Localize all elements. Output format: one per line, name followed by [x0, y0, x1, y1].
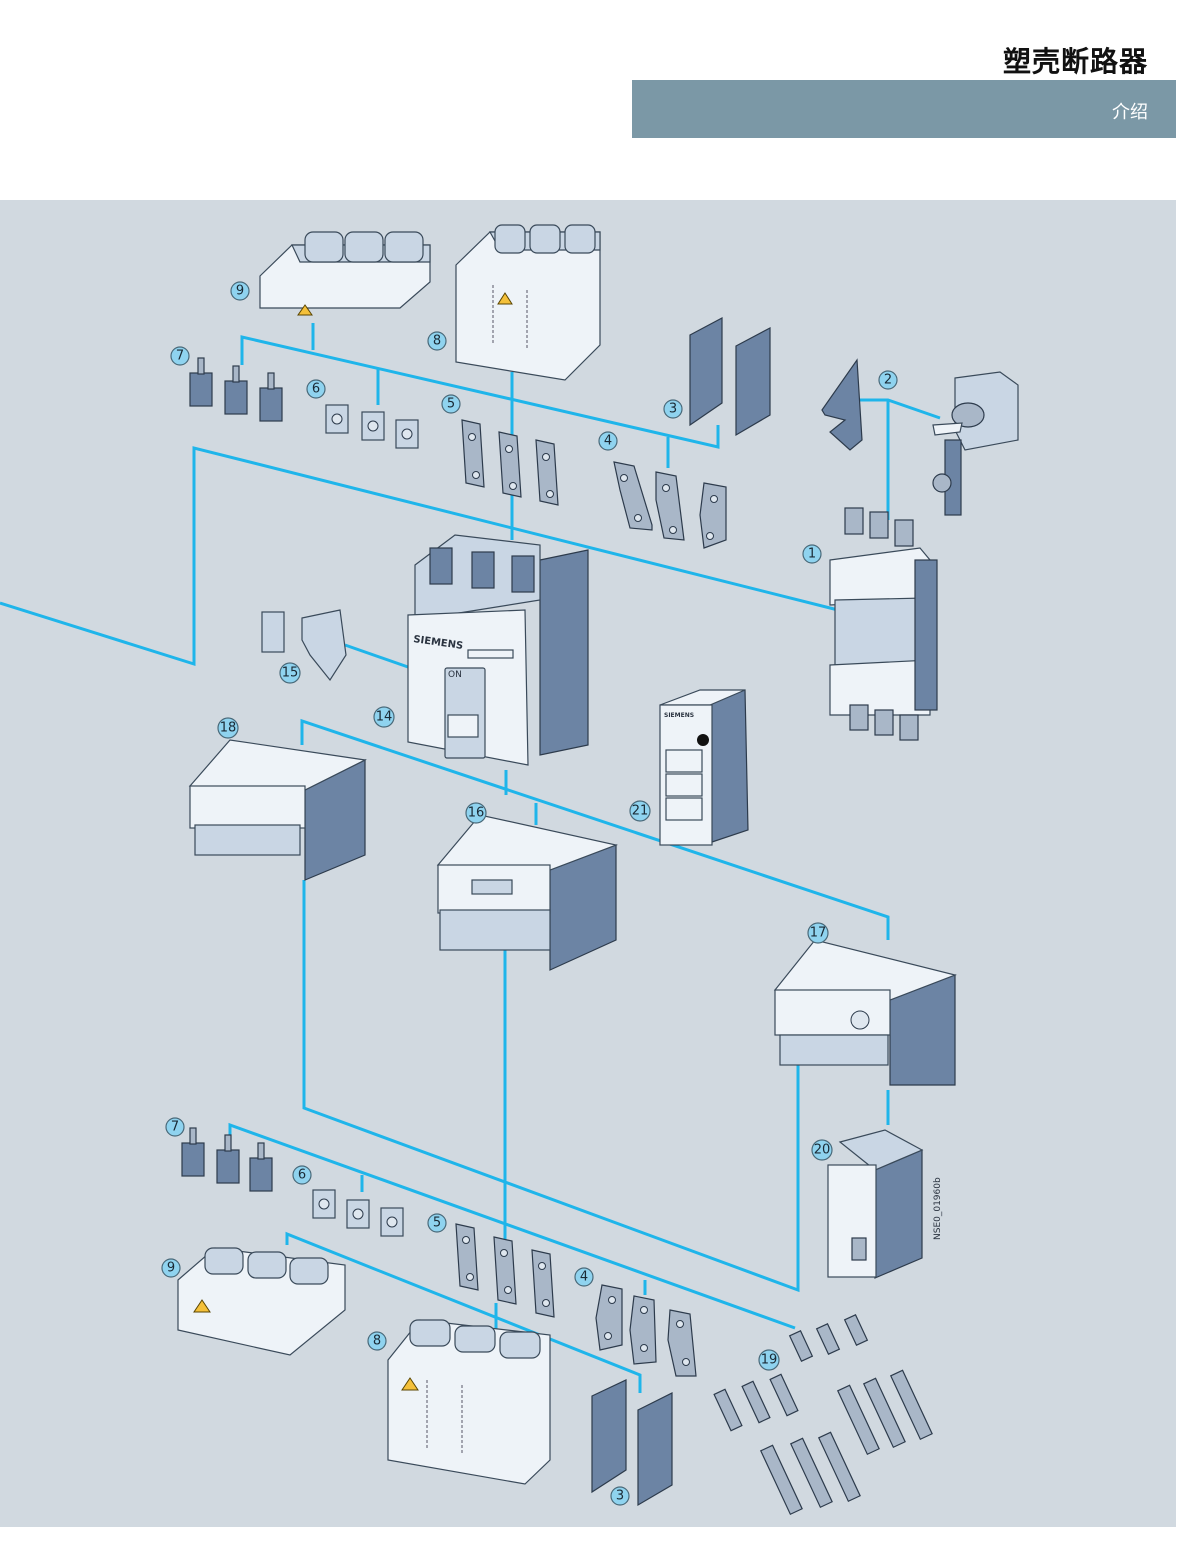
terminal-cover-short: [259, 231, 431, 316]
connection-bars-straight-lower: [455, 1223, 555, 1318]
callout-18: 18: [217, 717, 239, 739]
callout-15: 15: [279, 662, 301, 684]
warning-icon: [401, 1377, 419, 1391]
callout-6-lower: 6: [292, 1165, 312, 1185]
mounting-plate-and-lock: [821, 358, 1019, 516]
electronic-trip-unit: [436, 814, 619, 971]
callout-5-lower: 5: [427, 1213, 447, 1233]
connection-bars-offset: [613, 461, 727, 549]
callout-19: 19: [758, 1349, 780, 1371]
connection-bars-offset-lower: [595, 1284, 697, 1377]
callout-2: 2: [878, 370, 898, 390]
connector-2: [860, 398, 941, 420]
svg-text:5: 5: [447, 397, 455, 412]
phase-barriers-lower: [591, 1379, 673, 1507]
section-band: 介绍: [632, 80, 1176, 138]
callout-3-lower: 3: [610, 1486, 630, 1506]
callout-3-upper: 3: [663, 399, 683, 419]
svg-text:1: 1: [808, 547, 816, 562]
callout-7-lower: 7: [165, 1117, 185, 1137]
svg-text:6: 6: [312, 382, 320, 397]
svg-text:6: 6: [298, 1168, 306, 1183]
svg-text:17: 17: [810, 926, 827, 941]
terminal-cover-short-lower: [177, 1247, 346, 1356]
trip-unit-lcd: [773, 939, 957, 1086]
callout-1: 1: [802, 544, 822, 564]
svg-text:8: 8: [373, 1334, 381, 1349]
callout-4-upper: 4: [598, 431, 618, 451]
connector-upper-accessories: [240, 335, 720, 449]
svg-text:15: 15: [282, 666, 299, 681]
svg-text:19: 19: [761, 1353, 778, 1368]
box-terminals-lower: [181, 1127, 273, 1192]
communication-relay: NSE0_01960b: [827, 1129, 943, 1279]
callout-8-upper: 8: [427, 331, 447, 351]
switch-on-label: ON: [448, 670, 462, 680]
section-label: 介绍: [1112, 102, 1148, 123]
module-brand-label: SIEMENS: [664, 712, 694, 719]
rear-terminal-block: [188, 739, 367, 881]
callout-6-upper: 6: [306, 379, 326, 399]
connector-lower-9-3: [285, 1231, 642, 1393]
communication-module: SIEMENS: [659, 689, 749, 846]
svg-text:4: 4: [580, 1270, 588, 1285]
callout-16: 16: [465, 802, 487, 824]
svg-text:18: 18: [220, 721, 237, 736]
callout-7-upper: 7: [170, 346, 190, 366]
connector-left-to-1: [0, 446, 839, 667]
warning-icon: [297, 304, 313, 316]
cable-lugs-lower: [312, 1189, 404, 1237]
cable-lugs: [325, 404, 419, 449]
callouts: 1 2 3 3 4 4 5 5 6 6 7 7 8 8 9 9 14 15 16…: [161, 281, 898, 1506]
circuit-breaker: SIEMENS ON: [407, 534, 589, 766]
svg-text:21: 21: [632, 804, 649, 819]
connection-bars-straight: [461, 419, 559, 506]
svg-text:3: 3: [616, 1489, 624, 1504]
svg-text:4: 4: [604, 434, 612, 449]
box-terminals: [189, 357, 283, 422]
callout-4-lower: 4: [574, 1267, 594, 1287]
connector-18-down: [302, 880, 800, 1293]
phase-barriers: [689, 317, 771, 437]
terminal-cover-extended-lower: [387, 1319, 551, 1485]
plug-in-contacts: [713, 1313, 933, 1516]
svg-text:2: 2: [884, 373, 892, 388]
page-title: 塑壳断路器: [1002, 45, 1148, 78]
auxiliary-switches: [261, 609, 347, 682]
plug-in-socket: [829, 507, 938, 741]
callout-9-lower: 9: [161, 1258, 181, 1278]
callout-20: 20: [811, 1139, 833, 1161]
terminal-cover-extended: [455, 224, 601, 381]
svg-text:3: 3: [669, 402, 677, 417]
svg-text:7: 7: [171, 1120, 179, 1135]
callout-14: 14: [373, 706, 395, 728]
connector-lines: [0, 323, 941, 1393]
svg-text:7: 7: [176, 349, 184, 364]
svg-text:9: 9: [236, 284, 244, 299]
connector-18-16-17: [300, 718, 890, 940]
drawing-code: NSE0_01960b: [933, 1177, 943, 1240]
callout-8-lower: 8: [367, 1331, 387, 1351]
warning-icon: [193, 1299, 211, 1313]
warning-icon: [497, 292, 513, 305]
callout-9-upper: 9: [230, 281, 250, 301]
svg-text:14: 14: [376, 710, 393, 725]
connector-15: [344, 643, 409, 669]
callout-5-upper: 5: [441, 394, 461, 414]
svg-text:9: 9: [167, 1261, 175, 1276]
svg-text:20: 20: [814, 1143, 831, 1158]
svg-text:8: 8: [433, 334, 441, 349]
callout-21: 21: [629, 800, 651, 822]
svg-text:16: 16: [468, 806, 485, 821]
svg-text:5: 5: [433, 1216, 441, 1231]
callout-17: 17: [807, 922, 829, 944]
